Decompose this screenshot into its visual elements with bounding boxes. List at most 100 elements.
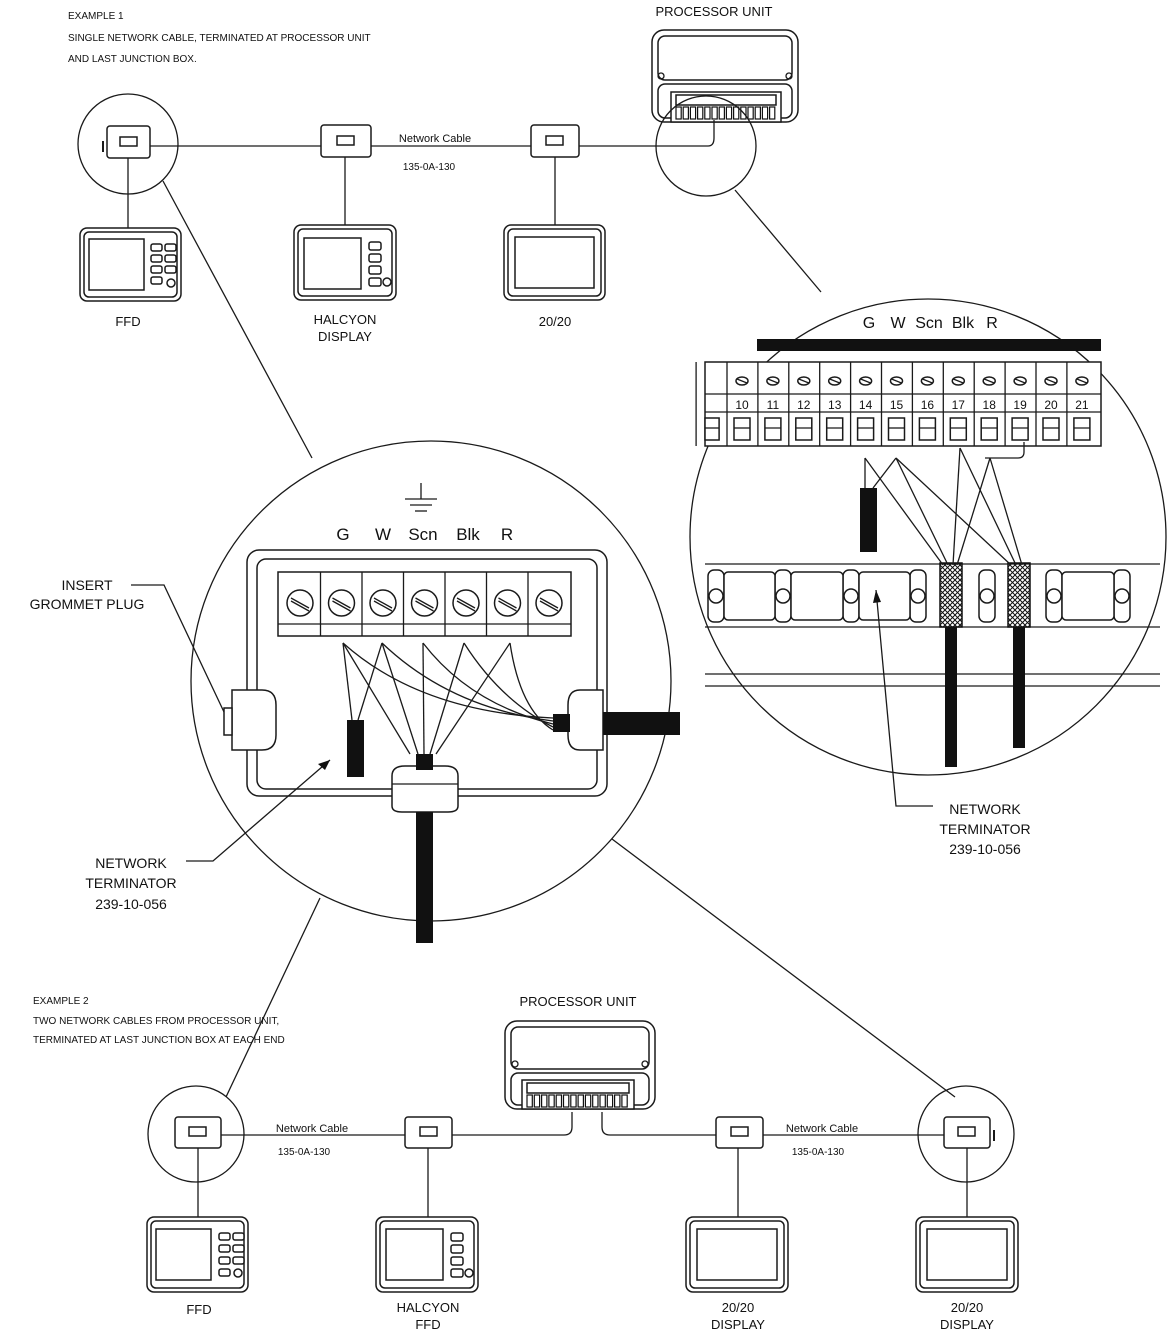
example2-cable-right-part: 135-0A-130 [792, 1147, 845, 1158]
terminal-tooth [599, 1094, 606, 1108]
junction-terminal-screws [286, 572, 563, 636]
junction-box [174, 1116, 222, 1149]
processor-terminal-label: Blk [952, 315, 975, 332]
detail-circle-processor [655, 95, 757, 197]
clip-icon [910, 588, 926, 604]
device-label-2020-a-line2: DISPLAY [711, 1317, 765, 1332]
terminal-number: 17 [952, 398, 966, 412]
junction-box-enclosure [246, 549, 608, 797]
terminal-strip [675, 106, 776, 120]
halcyon-display [375, 1216, 479, 1293]
processor-detail-circle [689, 298, 1167, 776]
processor-terminal-label: W [890, 315, 906, 332]
junction-wires [342, 642, 554, 755]
terminal-number: 21 [1075, 398, 1089, 412]
example1-title: EXAMPLE 1 [68, 11, 124, 22]
device-label-halcyon-line2: DISPLAY [318, 329, 372, 344]
device-label-2020-a: 20/20 [722, 1300, 755, 1315]
device-label-halcyon-2: HALCYON [397, 1300, 460, 1315]
network-terminator-junction [347, 720, 364, 777]
example1-caption: EXAMPLE 1 SINGLE NETWORK CABLE, TERMINAT… [68, 11, 371, 65]
device-label-2020-b: 20/20 [951, 1300, 984, 1315]
terminal-number: 18 [983, 398, 997, 412]
junction-box [404, 1116, 453, 1149]
example1-line2: AND LAST JUNCTION BOX. [68, 54, 197, 65]
terminal-tooth [696, 106, 704, 120]
device-label-2020: 20/20 [539, 314, 572, 329]
processor-terminator-line1: NETWORK [949, 801, 1021, 817]
terminal-number: 15 [890, 398, 904, 412]
twenty-twenty-display [503, 224, 606, 301]
terminal-tooth [540, 1094, 548, 1108]
grommet-bottom [391, 765, 459, 813]
halcyon-display [293, 224, 397, 301]
clip-icon [1046, 588, 1062, 604]
terminal-tooth [754, 106, 762, 120]
device-label-2020-b-line2: DISPLAY [940, 1317, 994, 1332]
junction-terminal-label: Blk [456, 525, 480, 544]
example2-caption: EXAMPLE 2 TWO NETWORK CABLES FROM PROCES… [33, 996, 285, 1046]
terminal-tooth [725, 106, 733, 120]
junction-terminal-label: Scn [408, 525, 437, 544]
processor-unit-2 [504, 1020, 656, 1110]
terminal-tooth [689, 106, 697, 120]
example2-cable-left-part: 135-0A-130 [278, 1147, 331, 1158]
example2-line1: TWO NETWORK CABLES FROM PROCESSOR UNIT, [33, 1016, 279, 1027]
clip-icon [1114, 588, 1130, 604]
twenty-twenty-display [915, 1216, 1019, 1293]
junction-terminal-label: R [501, 525, 513, 544]
junction-box [530, 124, 580, 158]
example2-title: EXAMPLE 2 [33, 996, 89, 1007]
terminal-tooth [761, 106, 769, 120]
junction-terminal-labels: G W Scn Blk R [336, 525, 513, 544]
junction-box [943, 1116, 995, 1149]
ground-icon [405, 483, 437, 512]
example1-processor-label: PROCESSOR UNIT [655, 4, 772, 19]
example2-cable-right-label: Network Cable [786, 1123, 858, 1135]
terminal-tooth [562, 1094, 570, 1108]
terminal-tooth [675, 106, 682, 120]
processor-wires [864, 442, 1025, 566]
terminal-tooth [711, 106, 718, 120]
junction-terminator-line2: TERMINATOR [85, 875, 176, 891]
terminal-number: 12 [797, 398, 811, 412]
junction-terminator-line3: 239-10-056 [95, 896, 167, 912]
terminal-tooth [613, 1094, 621, 1108]
terminal-tooth [533, 1094, 541, 1108]
example2-cable-left-label: Network Cable [276, 1123, 348, 1135]
example1-line1: SINGLE NETWORK CABLE, TERMINATED AT PROC… [68, 33, 371, 44]
terminal-number: 14 [859, 398, 873, 412]
terminal-number: 13 [828, 398, 842, 412]
device-label-ffd-2: FFD [186, 1302, 211, 1317]
terminal-number: 10 [735, 398, 749, 412]
junction-box [715, 1116, 764, 1149]
network-terminator-processor [860, 488, 877, 552]
processor-terminal-label: G [863, 315, 875, 332]
grommet-label-line2: GROMMET PLUG [30, 596, 145, 612]
twenty-twenty-display [685, 1216, 789, 1293]
example1-cable-label: Network Cable [399, 133, 471, 145]
terminal-tooth [718, 106, 726, 120]
example2-processor-label: PROCESSOR UNIT [519, 994, 636, 1009]
processor-terminal-label: Scn [915, 315, 943, 332]
detail-circle-right [917, 1085, 1015, 1183]
terminal-number: 19 [1013, 398, 1027, 412]
grommet-label-line1: INSERT [61, 577, 113, 593]
junction-box [102, 125, 151, 159]
grommet-right [567, 689, 604, 751]
cable-clip-strip [707, 569, 1131, 623]
ffd-display [79, 227, 182, 302]
processor-terminator-line3: 239-10-056 [949, 841, 1021, 857]
clip-icon [979, 588, 995, 604]
terminal-tooth [584, 1094, 592, 1108]
junction-terminal-label: W [375, 525, 391, 544]
junction-terminal-label: G [336, 525, 349, 544]
terminal-number: 11 [767, 398, 780, 412]
terminal-tooth [732, 106, 740, 120]
terminal-tooth [577, 1094, 584, 1108]
example1-cable-part: 135-0A-130 [403, 162, 456, 173]
terminal-tooth [592, 1094, 599, 1108]
terminal-tooth [606, 1094, 614, 1108]
